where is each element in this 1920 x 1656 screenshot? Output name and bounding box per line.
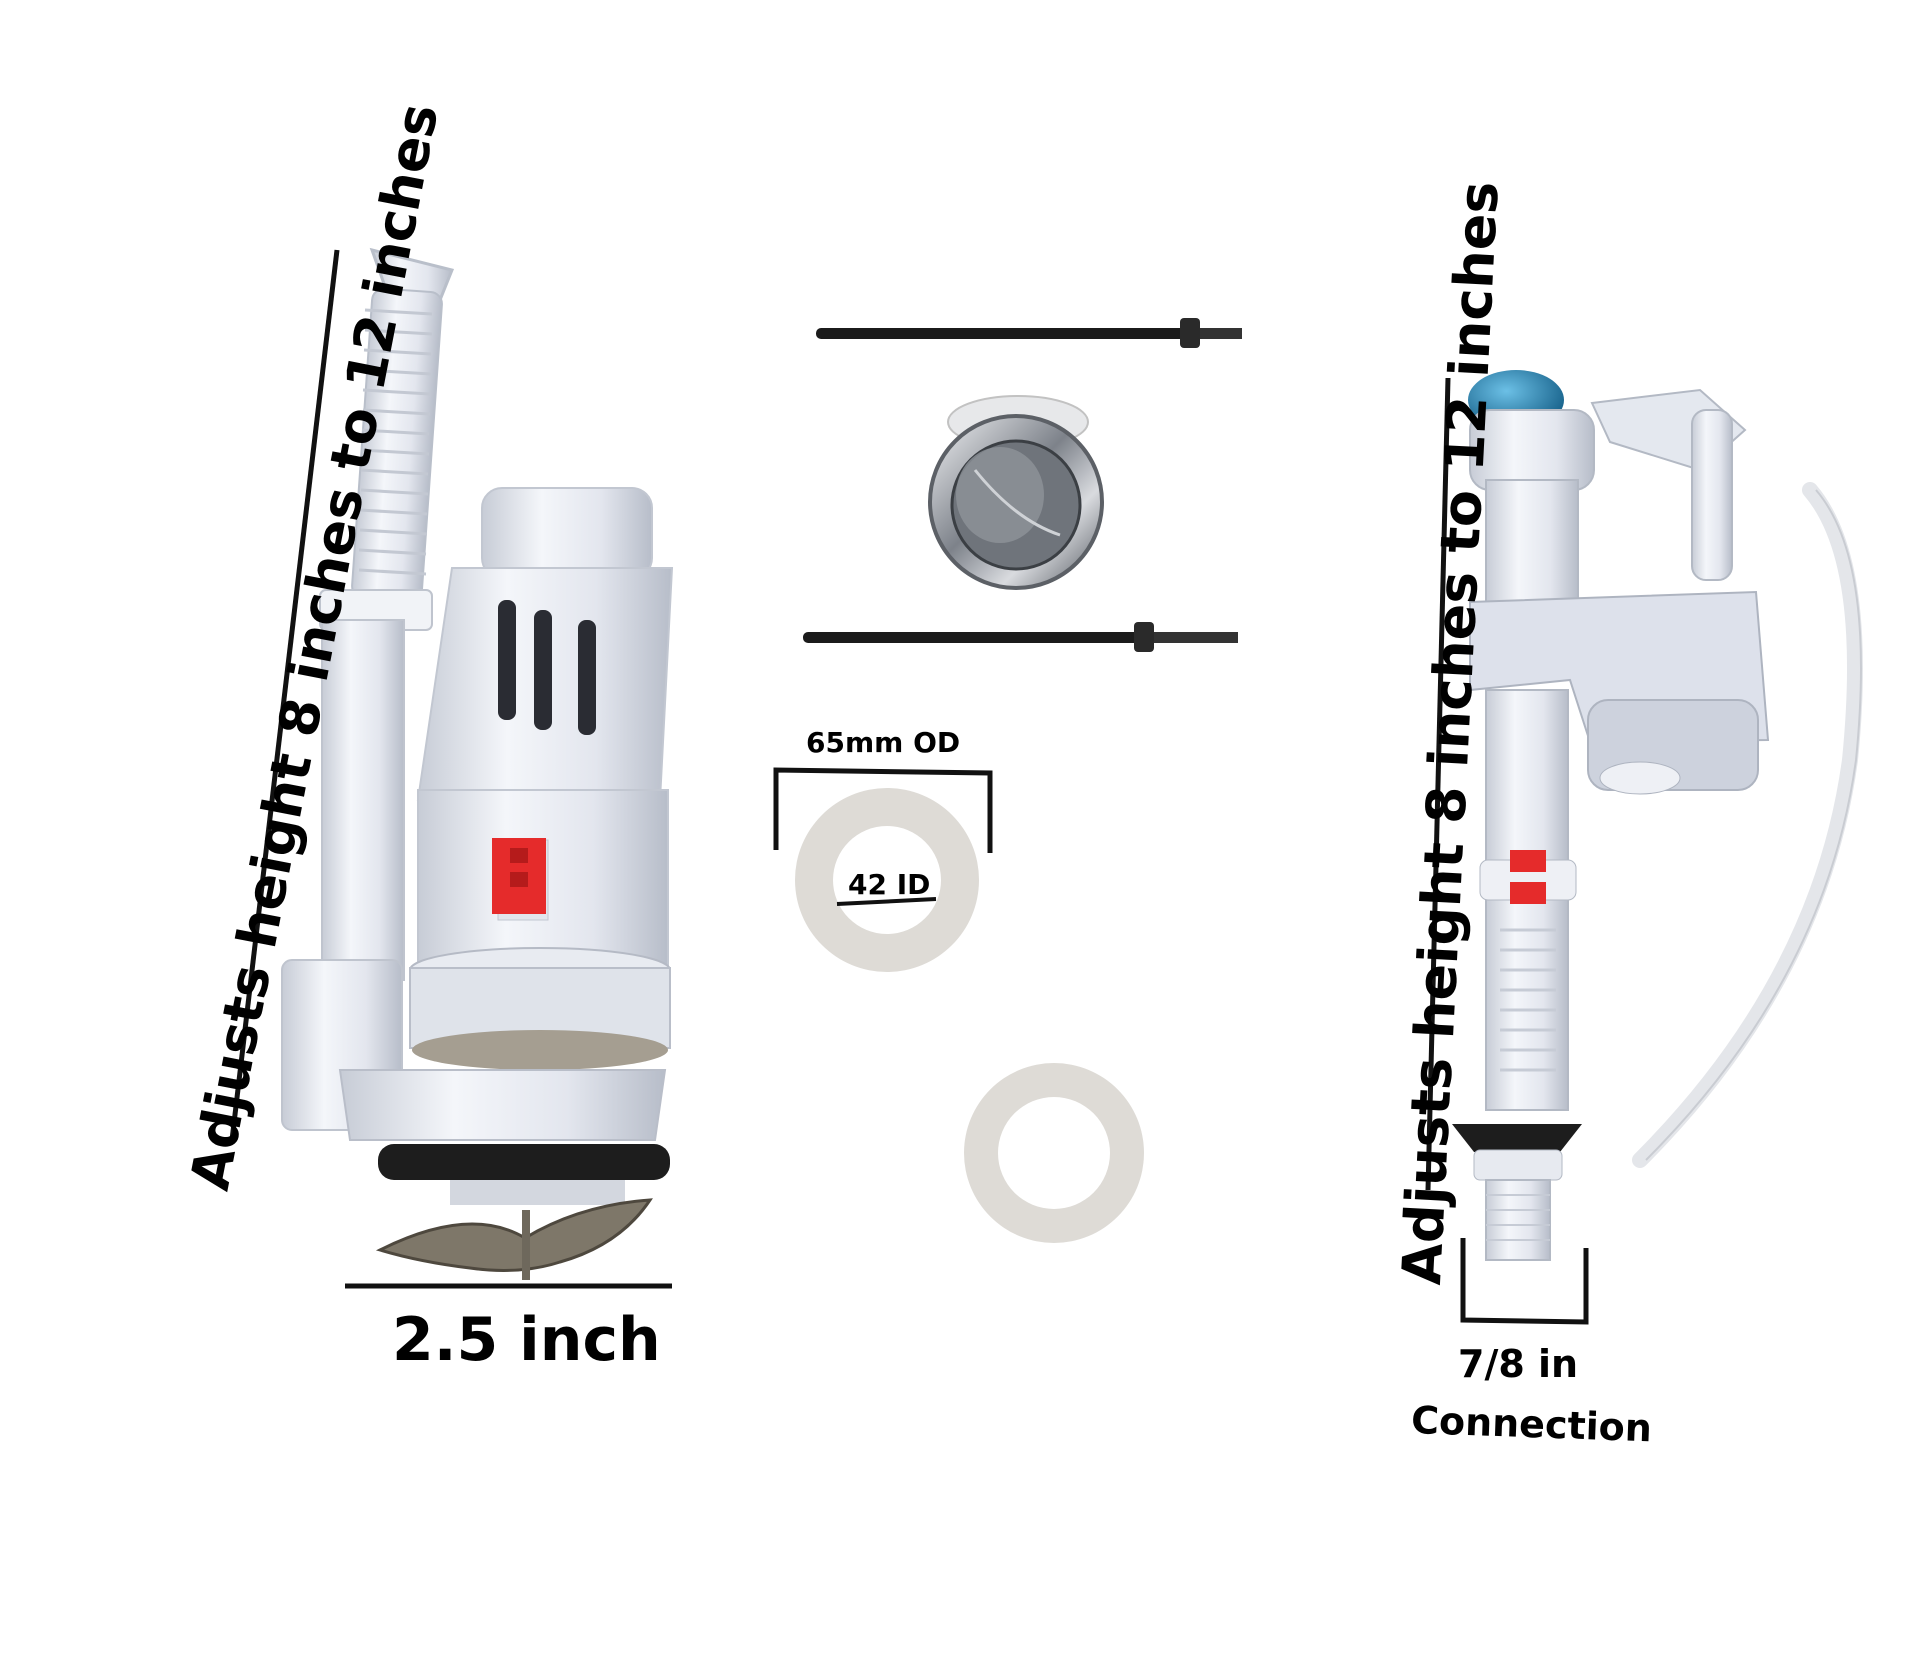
connection-size-label: 7/8 in xyxy=(1458,1342,1579,1386)
push-rod-bottom xyxy=(803,622,1238,652)
od-measure-bracket xyxy=(773,767,993,853)
height-measure-line-right xyxy=(1425,377,1451,1191)
connection-word-label: Connection xyxy=(1410,1398,1653,1451)
metal-bracket xyxy=(375,1198,653,1272)
flush-valve-width-label: 2.5 inch xyxy=(392,1305,661,1375)
washer-od-label: 65mm OD xyxy=(806,726,961,759)
flush-valve xyxy=(229,247,674,1289)
height-measure-line-left xyxy=(229,249,340,1141)
push-rod-top xyxy=(816,318,1242,348)
flush-valve-body xyxy=(338,487,674,1280)
fill-valve xyxy=(1452,370,1770,1261)
washer-top xyxy=(795,788,979,972)
red-adjust-clip xyxy=(1510,850,1546,872)
rubber-seal xyxy=(378,1144,670,1180)
refill-tube xyxy=(1632,482,1863,1168)
push-button xyxy=(928,395,1104,590)
washer-bottom xyxy=(964,1063,1144,1243)
id-measure-line xyxy=(836,897,937,906)
connection-measure-bracket xyxy=(1460,1238,1589,1325)
washer-id-label: 42 ID xyxy=(848,868,931,901)
fill-valve-seal xyxy=(1452,1124,1582,1152)
overflow-tube xyxy=(281,247,455,1131)
